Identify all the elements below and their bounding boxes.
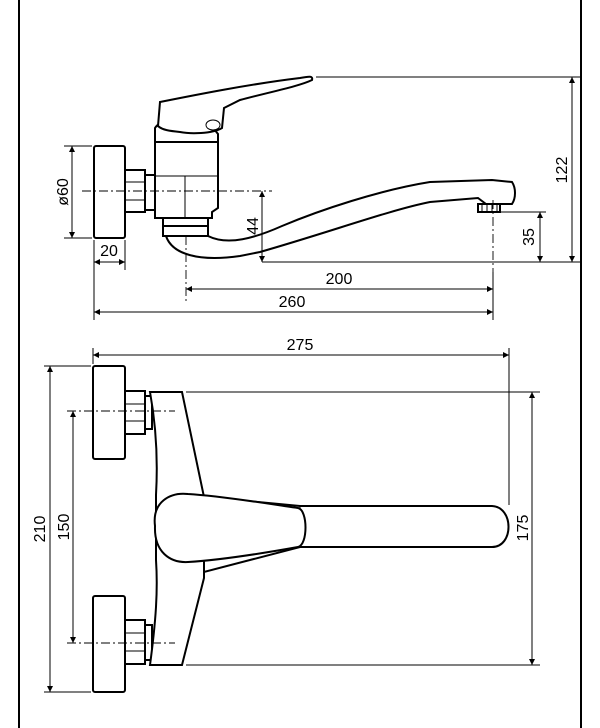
top-lever xyxy=(153,492,307,564)
top-view: 275 210 150 175 xyxy=(32,337,540,693)
side-view: ø60 20 44 35 122 200 260 xyxy=(55,75,580,320)
dim-flange-depth-label: 20 xyxy=(100,243,118,260)
side-connector xyxy=(144,174,156,211)
dim-spout-reach-label: 200 xyxy=(326,271,353,288)
top-upper-flange xyxy=(92,365,126,460)
side-aerator xyxy=(477,203,501,213)
side-valve-body xyxy=(154,141,219,219)
top-lower-nut xyxy=(124,619,146,665)
side-spout-collar xyxy=(162,225,209,237)
dim-total-height-label: 122 xyxy=(554,157,571,184)
top-lower-flange xyxy=(92,595,126,693)
dim-spout-height-label: 44 xyxy=(245,217,262,235)
side-spout xyxy=(164,178,516,259)
dim-spout-length-label: 175 xyxy=(515,515,532,542)
dim-center-distance-label: 150 xyxy=(56,514,73,541)
dim-outlet-height-label: 35 xyxy=(521,228,538,246)
dim-total-reach-label: 260 xyxy=(279,294,306,311)
side-lever-handle xyxy=(156,75,314,135)
dim-total-width-label: 275 xyxy=(287,337,314,354)
dim-overall-height-label: 210 xyxy=(32,516,49,543)
side-wall-flange xyxy=(93,145,126,239)
top-upper-nut xyxy=(124,390,146,435)
dim-diameter-label: ø60 xyxy=(55,178,72,206)
